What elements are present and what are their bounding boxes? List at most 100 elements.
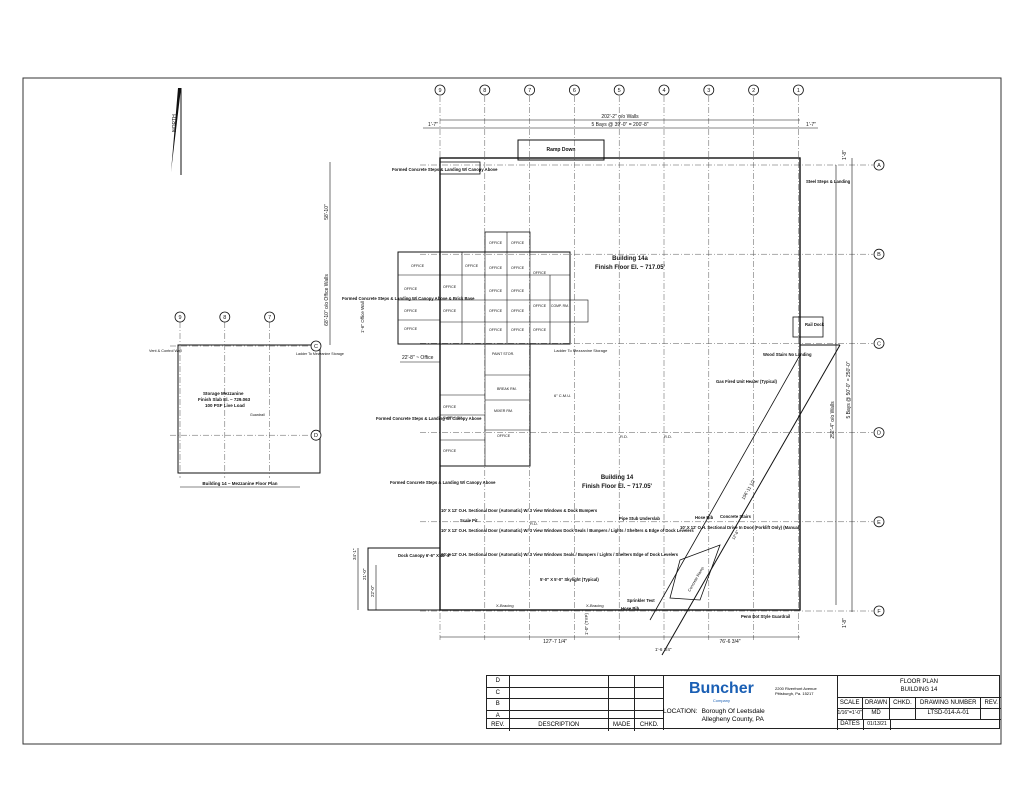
rd-label: R.D. xyxy=(620,434,628,439)
canopy-dim: 21'-0" xyxy=(362,568,367,580)
office-label: OFFICE xyxy=(411,264,425,268)
service-core: PAINT STOR. BREAK RM. MIXER RM. OFFICE O… xyxy=(439,343,608,467)
ramp-width-dim: 12'-6" xyxy=(731,529,741,541)
building-14a-label: Building 14a xyxy=(612,256,648,262)
bottom-right-dim: 76'-6 3/4" xyxy=(719,639,740,645)
grid-bubble xyxy=(310,340,322,352)
formed-concrete-note: Formed Concrete Steps & Landing W/ Canop… xyxy=(342,296,475,301)
office-label: OFFICE xyxy=(404,287,418,291)
grid-row-label: F xyxy=(877,609,881,615)
grid-bubble xyxy=(310,429,322,441)
bottom-left-dim: 127'-7 1/4" xyxy=(543,639,567,645)
north-block-dim: 58'-10" xyxy=(324,204,330,220)
bottom-dimensions: 127'-7 1/4" 76'-6 3/4" 1'-6 1/4" 1'-0" (… xyxy=(440,613,800,652)
grid-column-label: 8 xyxy=(223,315,226,321)
office-label: OFFICE xyxy=(489,309,503,313)
rev2-header: REV. xyxy=(984,700,998,706)
grid-bubble xyxy=(873,337,885,349)
sectional-door-note: 10' X 12' O.H. Sectional Door (Automatic… xyxy=(441,552,679,557)
building-14-label: Building 14 xyxy=(601,475,634,481)
revision-row: D xyxy=(487,676,663,687)
revision-row: A xyxy=(487,709,663,721)
dates-value: 01/13/21 xyxy=(864,719,891,730)
north-arrow-icon: NORTH xyxy=(171,88,182,175)
revision-cell xyxy=(635,688,663,699)
grid-column-label: 2 xyxy=(752,88,755,94)
gas-heater-note: Gas Fired Unit Heater (Typical) xyxy=(716,379,777,384)
mezz-caption: Building 14 ~ Mezzanine Floor Plan xyxy=(202,481,277,486)
grid-bubble xyxy=(748,84,759,96)
bottom-edge-dim: 1'-8" xyxy=(842,618,848,628)
x-bracing-label: X-Bracing xyxy=(496,603,514,608)
grid-column-label: 5 xyxy=(618,88,621,94)
x-bracing-label: X-Bracing xyxy=(586,603,604,608)
location-line-2: Allegheny County, PA xyxy=(701,716,764,723)
location-label: LOCATION: xyxy=(663,708,698,715)
formed-concrete-note: Formed Concrete Steps & Landing W/ Canop… xyxy=(376,416,482,421)
dock-canopy: 34'-1" 21'-0" 22'-0" xyxy=(352,547,441,611)
right-offset-dim: 1'-7" xyxy=(806,122,816,128)
grid-column-label: 1 xyxy=(797,88,800,94)
rd-label: R.D. xyxy=(530,521,538,526)
grid-bubble xyxy=(873,159,885,171)
office-label: OFFICE xyxy=(497,434,511,438)
finish-floor-14: Finish Floor El. ~ 717.05' xyxy=(582,484,653,490)
formed-concrete-note: Formed Concrete Steps & Landing W/ Canop… xyxy=(390,480,496,485)
revision-cell xyxy=(609,710,636,721)
revision-cell xyxy=(510,676,609,687)
office-label: OFFICE xyxy=(489,289,503,293)
sprinkler-test-label: Sprinkler Test xyxy=(627,598,655,603)
grid-row-label: B xyxy=(877,252,881,258)
address-line-2: Pittsburgh, Pa. 15217 xyxy=(775,691,814,696)
ramp-down-label: Ramp Down xyxy=(547,147,576,153)
revision-letter: C xyxy=(487,687,510,698)
drawn-value: MD xyxy=(863,708,890,719)
comp-rm-label: COMP. RM. xyxy=(551,304,569,308)
canopy-dim: 34'-1" xyxy=(352,548,357,560)
rd-label: R.D. xyxy=(664,434,672,439)
grid-row-label: A xyxy=(877,163,881,169)
concrete-ramp-label: Concrete Ramp xyxy=(687,565,706,592)
office-label: OFFICE xyxy=(511,289,525,293)
scale-pit-label: Scale Pit xyxy=(460,518,478,523)
office-label: OFFICE xyxy=(533,304,547,308)
revision-cell xyxy=(609,676,636,687)
dates-label: DATES xyxy=(837,719,864,730)
grid-row-label: C xyxy=(877,341,881,347)
office-label: OFFICE xyxy=(533,271,547,275)
chkd2-header: CHKD. xyxy=(890,698,917,708)
office-label: OFFICE xyxy=(511,328,525,332)
hose-bib-label: Hose Bib xyxy=(695,515,714,520)
grid-bubble xyxy=(479,84,491,96)
grid-column-label: 7 xyxy=(528,88,531,94)
office-label: OFFICE xyxy=(533,328,547,332)
office-label: OFFICE xyxy=(404,327,418,331)
grid-bubble xyxy=(434,84,446,96)
dock-canopy-note: Dock Canopy 6'-6" X 42'-8" xyxy=(398,553,451,558)
grid-column-label: 7 xyxy=(268,315,271,321)
hose-bib-label: Hose Bib xyxy=(621,606,640,611)
grid-bubble xyxy=(174,311,186,323)
storage-mezz-label: Storage Mezzanine xyxy=(203,391,244,396)
company-block: Buncher Company 2200 Riverfront Avenue P… xyxy=(663,676,838,730)
revision-letter: A xyxy=(487,710,510,721)
mixer-rm-label: MIXER RM. xyxy=(494,409,513,413)
revision-cell xyxy=(510,710,609,721)
grid-row-label: C xyxy=(314,344,318,350)
company-sub: Company xyxy=(712,698,731,703)
company-name: Buncher xyxy=(689,680,754,697)
cmu-label: 6" C.M.U. xyxy=(554,393,571,398)
live-load-label: 100 PSF Live Load xyxy=(205,403,245,408)
grid-bubble xyxy=(524,84,535,96)
north-label: NORTH xyxy=(172,114,178,132)
ladder-label: Ladder To Mezzanine Storage xyxy=(554,348,608,353)
grid-column-label: 9 xyxy=(438,88,441,94)
top-edge-dim: 1'-8" xyxy=(842,150,848,160)
office-label: OFFICE xyxy=(443,285,457,289)
bottom-vert-dim: 1'-0" (TYP) xyxy=(584,613,589,635)
address-line-1: 2200 Riverfront Avenue xyxy=(775,686,817,691)
grid-column-label: 9 xyxy=(178,315,181,321)
